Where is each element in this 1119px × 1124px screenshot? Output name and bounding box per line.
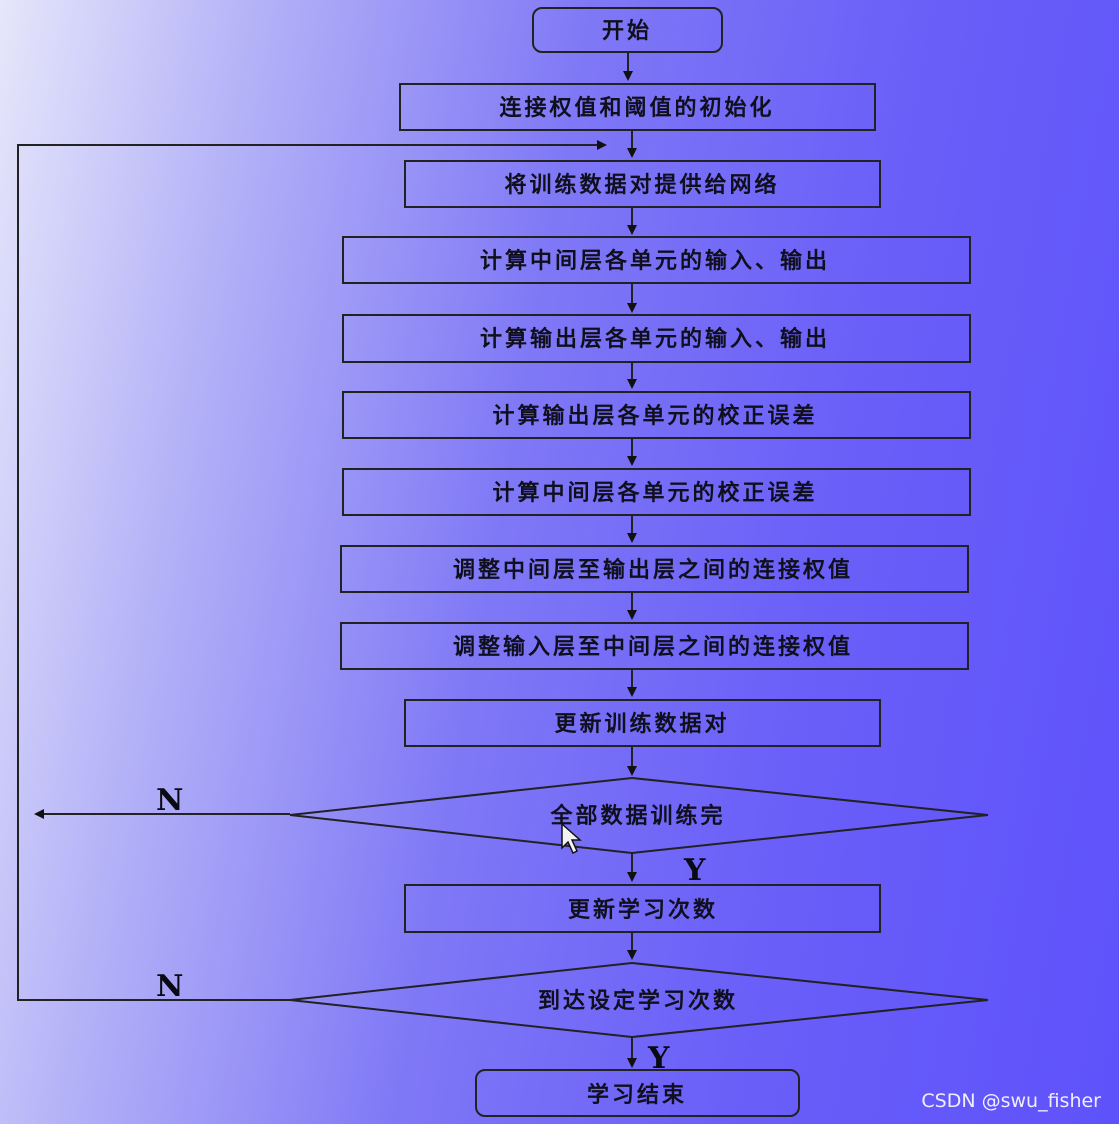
node-adj-hidden-out-label: 调整中间层至输出层之间的连接权值 bbox=[453, 557, 853, 583]
node-all-trained: 全部数据训练完 bbox=[289, 776, 989, 855]
label-reach-count-no: N bbox=[156, 969, 183, 1004]
mouse-cursor-icon bbox=[561, 822, 582, 855]
node-start-label: 开始 bbox=[602, 18, 652, 44]
node-output-err: 计算输出层各单元的校正误差 bbox=[342, 391, 971, 439]
node-end: 学习结束 bbox=[475, 1069, 800, 1117]
node-hidden-err: 计算中间层各单元的校正误差 bbox=[342, 468, 971, 516]
node-output-io: 计算输出层各单元的输入、输出 bbox=[342, 314, 971, 363]
node-update-data: 更新训练数据对 bbox=[404, 699, 881, 747]
node-hidden-io-label: 计算中间层各单元的输入、输出 bbox=[480, 248, 830, 274]
node-end-label: 学习结束 bbox=[587, 1082, 687, 1108]
node-reach-count-label: 到达设定学习次数 bbox=[538, 988, 738, 1014]
node-init: 连接权值和阈值的初始化 bbox=[399, 83, 876, 131]
node-hidden-err-label: 计算中间层各单元的校正误差 bbox=[492, 480, 817, 506]
edge-reach-count-no-loop bbox=[17, 140, 607, 1001]
label-reach-count-yes: Y bbox=[647, 1041, 670, 1076]
node-init-label: 连接权值和阈值的初始化 bbox=[499, 95, 774, 121]
node-update-data-label: 更新训练数据对 bbox=[554, 711, 729, 737]
node-hidden-io: 计算中间层各单元的输入、输出 bbox=[342, 236, 971, 284]
label-all-trained-yes: Y bbox=[683, 853, 706, 888]
node-reach-count: 到达设定学习次数 bbox=[289, 961, 989, 1039]
node-feed: 将训练数据对提供给网络 bbox=[404, 160, 881, 208]
node-adj-in-hidden: 调整输入层至中间层之间的连接权值 bbox=[340, 622, 969, 670]
node-feed-label: 将训练数据对提供给网络 bbox=[504, 172, 779, 198]
node-all-trained-label: 全部数据训练完 bbox=[549, 803, 725, 829]
node-output-err-label: 计算输出层各单元的校正误差 bbox=[492, 403, 817, 429]
node-adj-hidden-out: 调整中间层至输出层之间的连接权值 bbox=[340, 545, 969, 593]
label-all-trained-no: N bbox=[156, 783, 183, 818]
node-output-io-label: 计算输出层各单元的输入、输出 bbox=[480, 326, 830, 352]
node-update-count: 更新学习次数 bbox=[404, 884, 881, 933]
node-adj-in-hidden-label: 调整输入层至中间层之间的连接权值 bbox=[453, 634, 853, 660]
node-start: 开始 bbox=[532, 7, 723, 53]
node-update-count-label: 更新学习次数 bbox=[568, 897, 718, 923]
watermark: CSDN @swu_fisher bbox=[921, 1090, 1101, 1112]
